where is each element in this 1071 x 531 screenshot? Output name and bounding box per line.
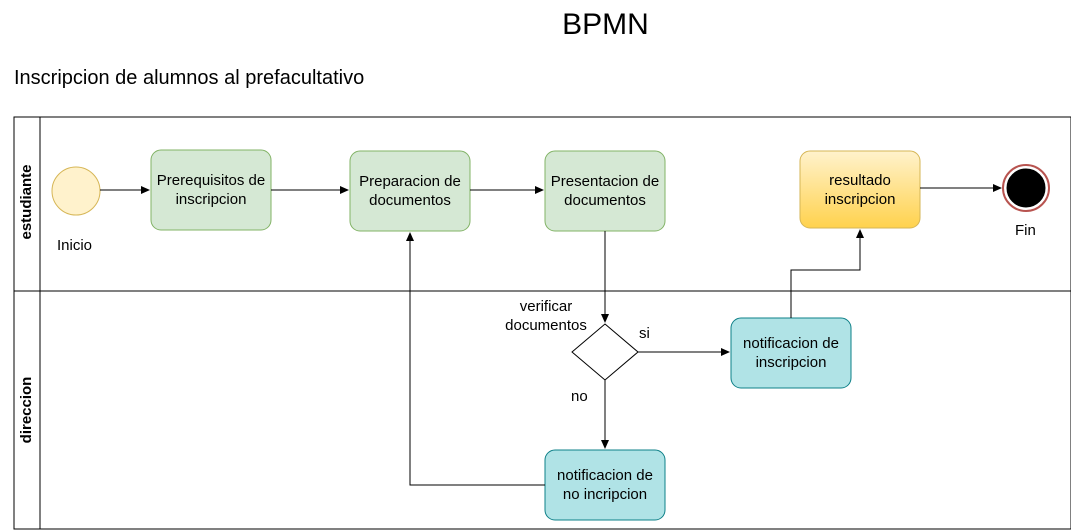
task-presentacion-label: Presentacion de documentos xyxy=(550,173,660,209)
task-prerequisitos-label: Prerequisitos de inscripcion xyxy=(156,172,266,208)
task-preparacion-box[interactable] xyxy=(349,150,471,232)
start-event-label: Inicio xyxy=(57,237,93,254)
lane-label-direccion: direccion xyxy=(18,376,35,444)
pool xyxy=(13,116,1071,530)
end-event xyxy=(1006,168,1046,208)
task-notif-no-label: notificacion de no incripcion xyxy=(557,467,653,503)
start-event[interactable] xyxy=(51,166,101,216)
task-resultado-label: resultado inscripcion xyxy=(824,171,896,208)
task-resultado-box[interactable] xyxy=(799,150,921,229)
task-preparacion-label: Preparacion de documentos xyxy=(359,173,461,209)
lane-label-estudiante: estudiante xyxy=(18,164,35,240)
task-notif-inscripcion-label: notificacion de inscripcion xyxy=(743,335,839,371)
edge-notif-no-to-preparacion xyxy=(406,232,545,486)
gateway-label: verificar documentos xyxy=(505,298,587,334)
diagram-title: BPMN xyxy=(562,8,649,41)
gateway-yes-label: si xyxy=(639,325,650,342)
gateway-no-label: no xyxy=(571,388,588,405)
diagram-subtitle: Inscripcion de alumnos al prefacultativo xyxy=(14,67,365,89)
edge-notif-to-resultado xyxy=(790,229,864,318)
end-event-label: Fin xyxy=(1015,222,1036,239)
end-event-ring[interactable] xyxy=(1002,164,1050,212)
